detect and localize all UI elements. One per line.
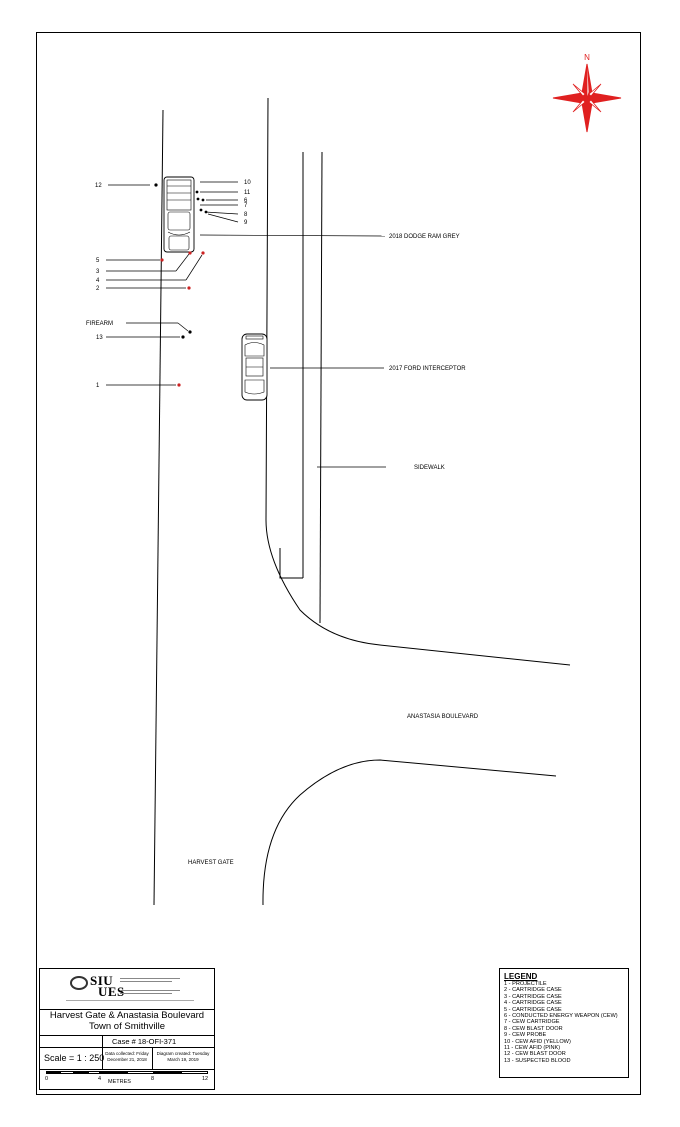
case-number: Case # 18-OFI-371 [112, 1037, 177, 1046]
sidewalk-label: SIDEWALK [414, 465, 445, 471]
legend-item: 12 - CEW BLAST DOOR [504, 1051, 566, 1058]
west-road-edge [153, 109, 164, 906]
marker-label-11: 11 [244, 190, 251, 196]
marker-label-2: 2 [96, 286, 100, 292]
siu-seal-icon [70, 976, 88, 990]
cruiser-label: 2017 FORD INTERCEPTOR [389, 366, 466, 372]
evidence-markers: 12 10 11 6 7 8 9 5 3 4 2 FIREA [86, 180, 251, 389]
marker-label-9: 9 [244, 220, 248, 226]
title-block: SIU UES Harvest Gate & Anastasia Bouleva… [39, 968, 215, 1090]
pickup-label: 2018 DODGE RAM GREY [389, 234, 460, 240]
firearm-label: FIREARM [86, 321, 113, 327]
marker-label-12: 12 [95, 183, 102, 189]
marker-label-10: 10 [244, 180, 251, 186]
scale-tick-12: 12 [202, 1076, 209, 1082]
sidewalk-corner [279, 548, 303, 579]
scale-tick-8: 8 [151, 1076, 155, 1082]
scale-tick-4: 4 [98, 1076, 102, 1082]
scale-row: Scale = 1 : 250 Data collected: Friday D… [40, 1047, 214, 1069]
sidewalk-outer-edge [319, 151, 323, 624]
legend-item: 13 - SUSPECTED BLOOD [504, 1057, 571, 1064]
logo-ues-text: UES [98, 984, 125, 999]
east-road-edge [265, 97, 571, 666]
scale-tick-0: 0 [45, 1076, 49, 1082]
logo-siu-text: SIU [90, 973, 114, 988]
legend-item: 7 - CEW CARTRIDGE [504, 1019, 560, 1026]
legend-title: LEGEND [504, 972, 538, 981]
scale-unit: METRES [108, 1079, 131, 1085]
date-collected: Data collected: Friday December 21, 2018 [105, 1051, 149, 1062]
legend-item: 9 - CEW PROBE [504, 1032, 547, 1039]
marker-label-4: 4 [96, 278, 100, 284]
marker-label-8: 8 [244, 212, 248, 218]
siu-logo: SIU UES [40, 969, 214, 1009]
marker-label-6: 6 [244, 198, 248, 204]
harvest-gate-curb [262, 759, 557, 906]
legend-item: 1 - PROJECTILE [504, 981, 547, 987]
police-cruiser [241, 333, 268, 401]
marker-label-7: 7 [244, 203, 248, 209]
title-location: Harvest Gate & Anastasia Boulevard [49, 1010, 205, 1021]
compass-west-point [552, 92, 588, 104]
legend-item: 3 - CARTRIDGE CASE [504, 993, 562, 1000]
legend-item: 6 - CONDUCTED ENERGY WEAPON (CEW) [504, 1013, 618, 1020]
callouts: 2018 DODGE RAM GREY 2017 FORD INTERCEPTO… [188, 234, 479, 866]
drawing-border [36, 32, 641, 1095]
pickup-truck [163, 176, 195, 253]
legend-item: 8 - CEW BLAST DOOR [504, 1025, 563, 1032]
scale-ratio: Scale = 1 : 250 [44, 1053, 105, 1063]
marker-label-3: 3 [96, 269, 100, 275]
harvest-gate-label: HARVEST GATE [188, 860, 234, 866]
marker-label-5: 5 [96, 258, 100, 264]
scale-bar [46, 1071, 208, 1077]
case-row: Case # 18-OFI-371 [40, 1035, 214, 1047]
diagram-title: Harvest Gate & Anastasia Boulevard Town … [40, 1010, 214, 1032]
north-arrow: N [552, 53, 622, 133]
title-municipality: Town of Smithville [88, 1021, 166, 1032]
marker-label-13: 13 [96, 335, 103, 341]
legend-item: 10 - CEW AFID (YELLOW) [504, 1038, 571, 1045]
legend-item: 4 - CARTRIDGE CASE [504, 1000, 562, 1007]
anastasia-boulevard-label: ANASTASIA BOULEVARD [407, 714, 479, 720]
legend-item: 11 - CEW AFID (PINK) [504, 1045, 561, 1052]
legend-item: 2 - CARTRIDGE CASE [504, 987, 562, 994]
road-edges [153, 97, 571, 906]
date-created: Diagram created: Tuesday March 19, 2019 [156, 1051, 210, 1062]
legend-item: 5 - CARTRIDGE CASE [504, 1006, 562, 1013]
compass-north-label: N [584, 53, 590, 62]
marker-label-1: 1 [96, 383, 100, 389]
